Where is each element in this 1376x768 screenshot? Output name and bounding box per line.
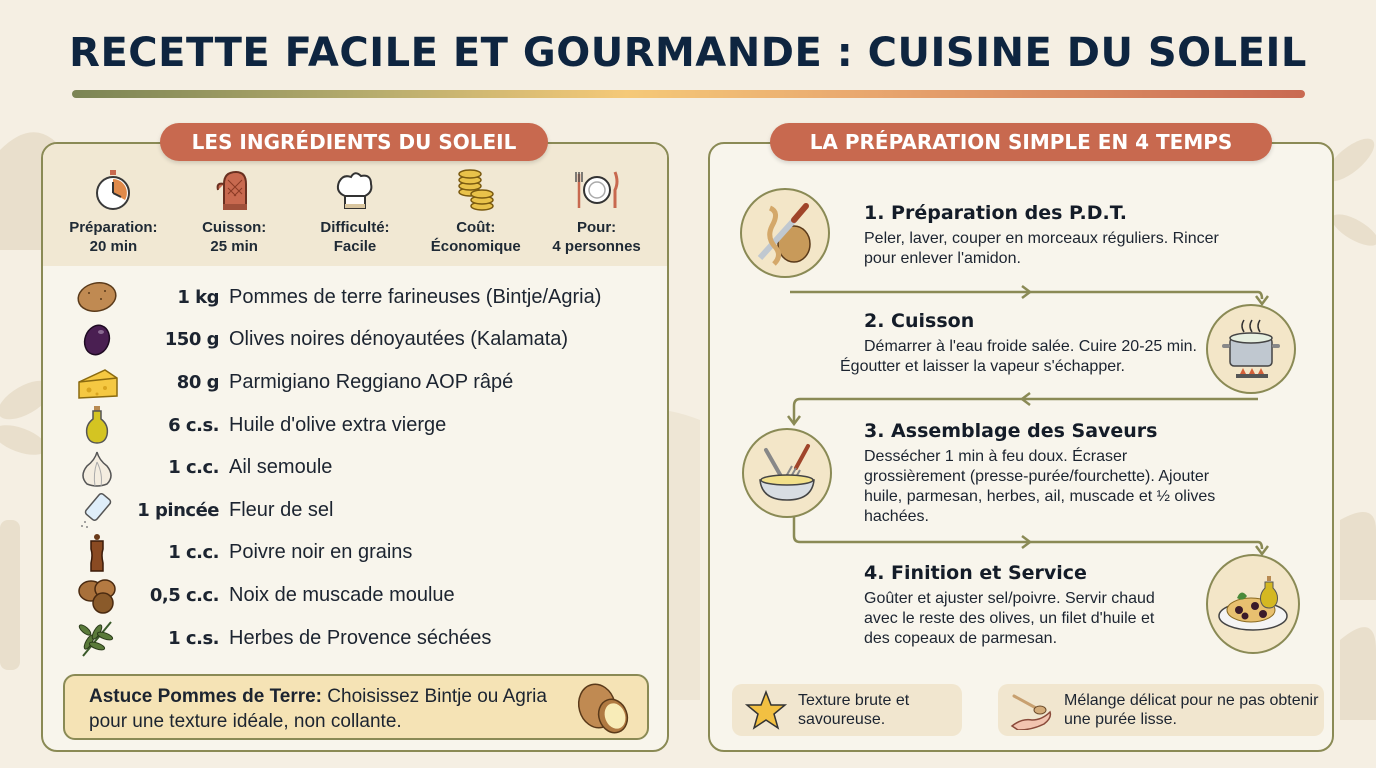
hand-spoon-icon — [1010, 694, 1052, 730]
cheese-icon — [78, 369, 118, 400]
step-title: 1. Préparation des P.D.T. — [864, 202, 1127, 224]
meta-value: Économique — [430, 238, 521, 255]
step-4: 4. Finition et Service Goûter et ajuster… — [864, 562, 1184, 649]
meta-difficulty: Difficulté: Facile — [296, 168, 414, 256]
ingredient-name: Herbes de Provence séchées — [229, 626, 492, 649]
meta-value: 25 min — [210, 238, 258, 255]
pepper-mill-icon — [90, 533, 104, 572]
step-4-illustration — [1206, 554, 1300, 654]
preparation-panel: 1. Préparation des P.D.T. Peler, laver, … — [708, 142, 1334, 752]
ingredient-quantity: 1 c.s. — [168, 627, 219, 649]
ingredient-quantity: 1 c.c. — [168, 542, 219, 564]
oven-mitt-icon — [216, 170, 248, 210]
ingredient-quantity: 6 c.s. — [168, 414, 219, 436]
step-2: 2. Cuisson Démarrer à l'eau froide salée… — [840, 310, 1200, 377]
meta-preparation: Préparation: 20 min — [54, 168, 172, 256]
meta-value: 4 personnes — [552, 238, 641, 255]
ingredient-row: 1 c.c. Ail semoule — [43, 446, 667, 489]
peeling-knife-icon — [757, 203, 811, 266]
ingredient-name: Pommes de terre farineuses (Bintje/Agria… — [229, 285, 602, 308]
meta-label: Préparation: — [69, 219, 158, 236]
step-text: Goûter et ajuster sel/poivre. Servir cha… — [864, 590, 1155, 647]
recipe-meta-strip: Préparation: 20 min Cuisson: 25 min Diff… — [43, 144, 667, 266]
ingredient-list: 1 kg Pommes de terre farineuses (Bintje/… — [43, 276, 667, 659]
ingredient-quantity: 80 g — [176, 371, 220, 393]
potato-halves-icon — [577, 683, 629, 734]
ingredient-name: Huile d'olive extra vierge — [229, 413, 447, 436]
ingredient-quantity: 1 c.c. — [168, 457, 219, 479]
step-text: Peler, laver, couper en morceaux régulie… — [864, 230, 1219, 267]
step-1: 1. Préparation des P.D.T. Peler, laver, … — [864, 202, 1304, 269]
ingredient-name: Fleur de sel — [229, 498, 334, 521]
ingredient-row: 1 c.s. Herbes de Provence séchées — [43, 617, 667, 660]
ingredient-row: 1 c.c. Poivre noir en grains — [43, 532, 667, 575]
step-title: 2. Cuisson — [864, 310, 975, 332]
ingredient-row: 0,5 c.c. Noix de muscade moulue — [43, 574, 667, 617]
ingredient-row: 150 g Olives noires dénoyautées (Kalamat… — [43, 319, 667, 362]
ingredient-quantity: 150 g — [164, 329, 220, 351]
meta-cooking: Cuisson: 25 min — [175, 168, 293, 256]
mixing-note: Mélange délicat pour ne pas obtenir une … — [998, 684, 1324, 736]
page-title: RECETTE FACILE ET GOURMANDE : CUISINE DU… — [69, 30, 1307, 76]
salt-shaker-icon — [81, 493, 112, 529]
step-title: 3. Assemblage des Saveurs — [864, 420, 1158, 442]
chef-hat-icon — [336, 172, 373, 209]
meta-label: Cuisson: — [202, 219, 267, 236]
meta-cost: Coût: Économique — [417, 168, 535, 256]
meta-value: Facile — [333, 238, 377, 255]
step-title: 4. Finition et Service — [864, 562, 1087, 584]
ingredient-quantity: 0,5 c.c. — [149, 584, 220, 606]
step-1-illustration — [740, 188, 830, 278]
preparation-panel-title: LA PRÉPARATION SIMPLE EN 4 TEMPS — [770, 123, 1272, 161]
step-2-illustration — [1206, 304, 1296, 394]
nutmeg-icon — [78, 579, 116, 615]
ingredient-name: Parmigiano Reggiano AOP râpé — [229, 370, 514, 393]
mixing-bowl-icon — [759, 444, 815, 501]
ingredient-row: 80 g Parmigiano Reggiano AOP râpé — [43, 361, 667, 404]
title-underline — [72, 90, 1305, 98]
cooking-pot-icon — [1222, 319, 1280, 378]
ingredient-name: Ail semoule — [229, 456, 333, 479]
note-text: Mélange délicat pour ne pas obtenir une … — [1064, 692, 1319, 728]
ingredient-row: 1 kg Pommes de terre farineuses (Bintje/… — [43, 276, 667, 319]
ingredient-row: 1 pincée Fleur de sel — [43, 489, 667, 532]
step-3: 3. Assemblage des Saveurs Dessécher 1 mi… — [864, 420, 1264, 527]
coins-icon — [458, 169, 494, 211]
ingredient-quantity: 1 kg — [177, 286, 219, 308]
step-3-illustration — [742, 428, 832, 518]
meta-label: Coût: — [456, 219, 496, 236]
ingredient-name: Olives noires dénoyautées (Kalamata) — [229, 328, 569, 351]
meta-label: Pour: — [576, 219, 617, 236]
olive-icon — [83, 324, 111, 356]
ingredient-row: 6 c.s. Huile d'olive extra vierge — [43, 404, 667, 447]
note-text: Texture brute et savoureuse. — [798, 692, 910, 728]
garlic-icon — [82, 451, 112, 487]
step-text: Dessécher 1 min à feu doux. Écraser gros… — [864, 448, 1216, 525]
tip-text: Choisissez Bintje ou Agria pour une text… — [89, 686, 547, 732]
plate-cutlery-icon — [574, 171, 619, 208]
step-text: Démarrer à l'eau froide salée. Cuire 20-… — [840, 338, 1197, 375]
star-icon — [744, 690, 788, 730]
texture-note: Texture brute et savoureuse. — [732, 684, 962, 736]
oil-bottle-icon — [85, 406, 109, 444]
ingredient-name: Poivre noir en grains — [229, 541, 413, 564]
ingredients-panel-title: LES INGRÉDIENTS DU SOLEIL — [160, 123, 548, 161]
ingredient-name: Noix de muscade moulue — [229, 583, 455, 606]
potato-tip-box: Astuce Pommes de Terre: Choisissez Bintj… — [63, 674, 649, 740]
stopwatch-icon — [96, 170, 131, 210]
meta-label: Difficulté: — [320, 219, 390, 236]
herbs-icon — [78, 621, 114, 657]
potato-icon — [77, 282, 117, 313]
serving-plate-icon — [1218, 576, 1288, 631]
meta-value: 20 min — [89, 238, 138, 255]
ingredient-quantity: 1 pincée — [137, 499, 219, 521]
tip-label: Astuce Pommes de Terre: — [89, 686, 323, 707]
ingredients-panel: Préparation: 20 min Cuisson: 25 min Diff… — [41, 142, 669, 752]
meta-servings: Pour: 4 personnes — [538, 168, 656, 256]
